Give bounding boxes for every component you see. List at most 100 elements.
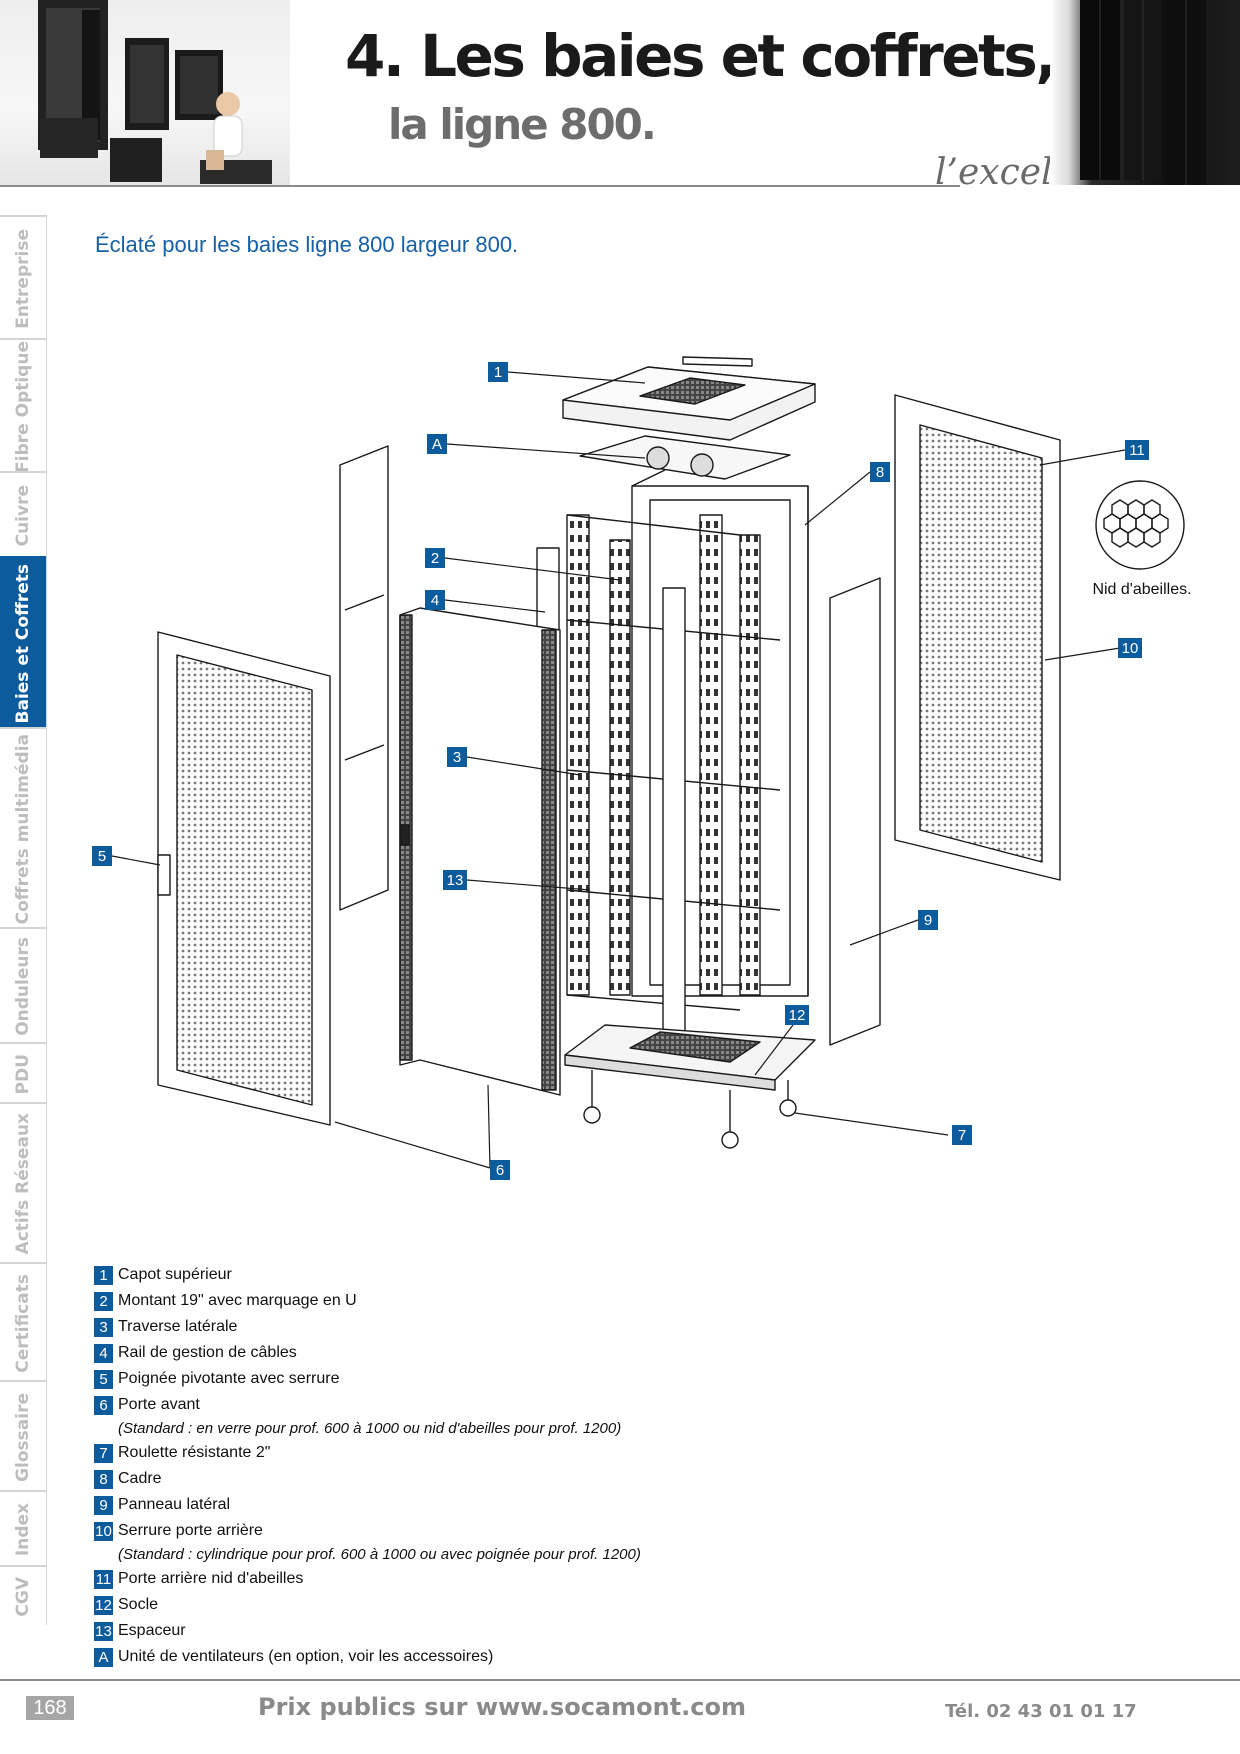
legend-text: Porte arrière nid d'abeilles bbox=[118, 1570, 304, 1587]
callout-1: 1 bbox=[488, 362, 508, 382]
callout-A: A bbox=[427, 434, 447, 454]
legend-item: 10 Serrure porte arrière (Standard : cylin… bbox=[94, 1520, 1094, 1568]
legend-text: Cadre bbox=[118, 1470, 162, 1487]
server-room-photo bbox=[1080, 0, 1206, 185]
cover-strip bbox=[682, 356, 753, 367]
callout-9: 9 bbox=[918, 910, 938, 930]
side-tab-cuivre[interactable]: Cuivre bbox=[0, 471, 46, 558]
svg-text:8: 8 bbox=[876, 464, 884, 481]
caster bbox=[779, 1099, 797, 1117]
legend-number: 7 bbox=[94, 1444, 113, 1463]
side-tab-label: Index bbox=[13, 1502, 33, 1557]
legend-item: 1 Capot supérieur bbox=[94, 1264, 1094, 1290]
svg-text:12: 12 bbox=[789, 1007, 806, 1024]
fan-unit-plate bbox=[579, 435, 791, 480]
legend-note: (Standard : en verre pour prof. 600 à 10… bbox=[118, 1420, 622, 1437]
cabinets-photo bbox=[38, 0, 272, 184]
svg-text:9: 9 bbox=[924, 912, 932, 929]
callout-10: 10 bbox=[1118, 638, 1142, 658]
legend-item: 13 Espaceur bbox=[94, 1620, 1094, 1646]
side-tab-label: Certificats bbox=[13, 1273, 33, 1373]
section-subtitle: Éclaté pour les baies ligne 800 largeur … bbox=[95, 232, 519, 257]
legend-note: (Standard : cylindrique pour prof. 600 à… bbox=[118, 1546, 641, 1563]
side-tab-baies-et-coffrets[interactable]: Baies et Coffrets bbox=[0, 556, 46, 729]
door-handle bbox=[157, 854, 171, 896]
footer-website[interactable]: Prix publics sur www.socamont.com bbox=[258, 1693, 747, 1721]
svg-text:5: 5 bbox=[98, 848, 106, 865]
page-title: 4. Les baies et coffrets, bbox=[345, 22, 1057, 90]
side-nav: Entreprise Fibre Optique Cuivre Baies et… bbox=[0, 215, 48, 1625]
callout-2: 2 bbox=[425, 548, 445, 568]
side-tab-certificats[interactable]: Certificats bbox=[0, 1262, 46, 1382]
page-header: 4. Les baies et coffrets, la ligne 800. … bbox=[0, 0, 1240, 193]
side-tab-glossaire[interactable]: Glossaire bbox=[0, 1380, 46, 1492]
side-tab-label: Glossaire bbox=[13, 1392, 33, 1482]
exploded-view-diagram: Nid d'abeilles. 1 A 8 11 2 4 10 3 5 13 9… bbox=[92, 356, 1192, 1180]
legend-item: 5 Poignée pivotante avec serrure bbox=[94, 1368, 1094, 1394]
side-tab-fibre-optique[interactable]: Fibre Optique bbox=[0, 338, 46, 473]
legend-number: 4 bbox=[94, 1344, 113, 1363]
page-number: 168 bbox=[26, 1696, 74, 1720]
callout-6: 6 bbox=[490, 1160, 510, 1180]
side-tab-onduleurs[interactable]: Onduleurs bbox=[0, 927, 46, 1044]
side-nav-divider bbox=[46, 215, 47, 1625]
legend-number: 10 bbox=[94, 1522, 113, 1541]
header-divider bbox=[0, 185, 960, 187]
legend-number: 5 bbox=[94, 1370, 113, 1389]
legend-number: 12 bbox=[94, 1596, 113, 1615]
side-tab-pdu[interactable]: PDU bbox=[0, 1042, 46, 1104]
svg-text:4: 4 bbox=[431, 592, 439, 609]
left-side-panel bbox=[339, 445, 389, 911]
callout-13: 13 bbox=[443, 870, 467, 890]
honeycomb-label: Nid d'abeilles. bbox=[1092, 581, 1191, 598]
legend-text: Capot supérieur bbox=[118, 1266, 232, 1283]
side-tab-label: CGV bbox=[13, 1577, 33, 1617]
legend-text: Roulette résistante 2" bbox=[118, 1444, 271, 1461]
front-door-glass bbox=[399, 607, 561, 1096]
caster bbox=[583, 1106, 601, 1124]
callout-11: 11 bbox=[1125, 440, 1149, 460]
side-panel bbox=[829, 577, 881, 1046]
legend-number: 13 bbox=[94, 1622, 113, 1641]
footer-phone: Tél. 02 43 01 01 17 bbox=[945, 1701, 1137, 1722]
callout-7: 7 bbox=[952, 1125, 972, 1145]
legend-text: Porte avant bbox=[118, 1396, 200, 1413]
legend-text: Espaceur bbox=[118, 1622, 186, 1639]
callout-8: 8 bbox=[870, 462, 890, 482]
side-tab-cgv[interactable]: CGV bbox=[0, 1565, 46, 1627]
header-photo-right bbox=[1050, 0, 1240, 185]
legend-item: 7 Roulette résistante 2" bbox=[94, 1442, 1094, 1468]
legend-number: 3 bbox=[94, 1318, 113, 1337]
svg-text:1: 1 bbox=[494, 364, 502, 381]
header-photo-left bbox=[0, 0, 290, 185]
callout-3: 3 bbox=[447, 747, 467, 767]
side-tab-coffrets-multimedia[interactable]: Coffrets multimédia bbox=[0, 727, 46, 929]
legend-text: Rail de gestion de câbles bbox=[118, 1344, 297, 1361]
svg-text:2: 2 bbox=[431, 550, 439, 567]
upright-left bbox=[566, 514, 590, 996]
caster bbox=[721, 1131, 739, 1149]
svg-text:3: 3 bbox=[453, 749, 461, 766]
legend-item: 3 Traverse latérale bbox=[94, 1316, 1094, 1342]
legend-text: Serrure porte arrière bbox=[118, 1522, 263, 1539]
callout-12: 12 bbox=[785, 1005, 809, 1025]
legend-number: 2 bbox=[94, 1292, 113, 1311]
svg-text:11: 11 bbox=[1129, 442, 1145, 459]
svg-text:7: 7 bbox=[958, 1127, 966, 1144]
legend-number: 1 bbox=[94, 1266, 113, 1285]
svg-text:6: 6 bbox=[496, 1162, 504, 1179]
svg-text:13: 13 bbox=[447, 872, 464, 889]
side-tab-entreprise[interactable]: Entreprise bbox=[0, 215, 46, 340]
svg-text:A: A bbox=[432, 436, 442, 453]
legend-text: Montant 19" avec marquage en U bbox=[118, 1292, 357, 1309]
legend-text: Traverse latérale bbox=[118, 1318, 238, 1335]
legend-text: Poignée pivotante avec serrure bbox=[118, 1370, 340, 1387]
footer-divider bbox=[0, 1679, 1240, 1681]
side-tab-actifs-reseaux[interactable]: Actifs Réseaux bbox=[0, 1102, 46, 1264]
side-tab-index[interactable]: Index bbox=[0, 1490, 46, 1567]
